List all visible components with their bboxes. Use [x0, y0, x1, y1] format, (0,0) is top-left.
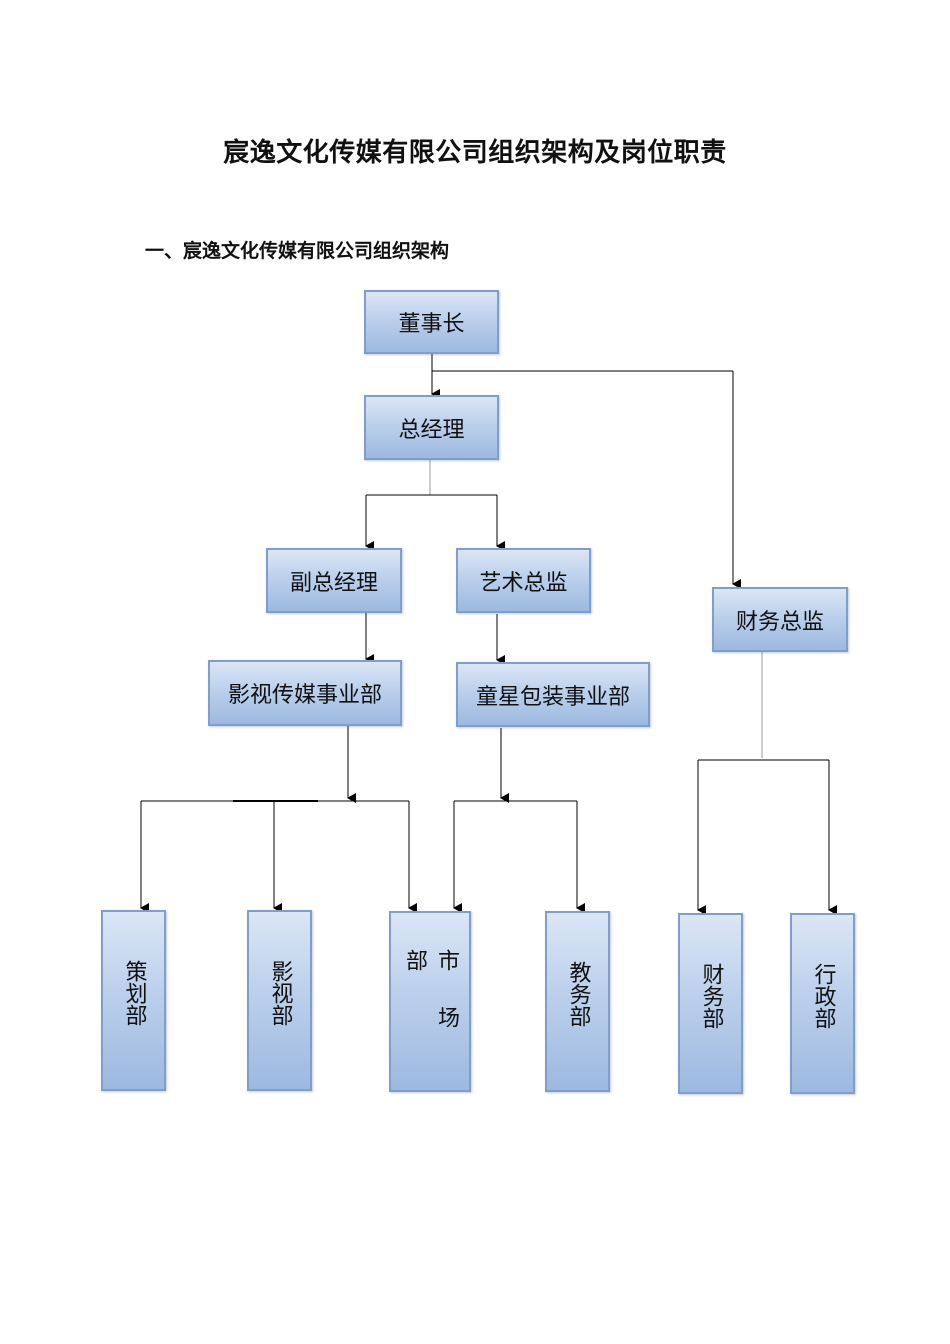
node-chairman: 董事长: [364, 290, 499, 354]
node-admin-dept-label: 行政部: [810, 963, 836, 1029]
node-finance-dept-label: 财务部: [698, 963, 724, 1029]
node-children-star-packaging-division: 童星包装事业部: [456, 662, 650, 727]
node-planning-dept: 策划部: [101, 910, 166, 1091]
node-chairman-label: 董事长: [398, 312, 465, 337]
node-marketing-dept-label: 市 场 部: [402, 949, 459, 1042]
node-planning-dept-label: 策划部: [121, 960, 147, 1026]
node-film-media-division: 影视传媒事业部: [208, 660, 402, 726]
node-finance-dept: 财务部: [678, 913, 743, 1094]
node-finance-director: 财务总监: [712, 587, 848, 652]
node-admin-dept: 行政部: [790, 913, 855, 1094]
node-film-dept: 影视部: [247, 910, 312, 1091]
node-general-manager-label: 总经理: [398, 417, 465, 443]
node-general-manager: 总经理: [364, 395, 499, 460]
node-art-director-label: 艺术总监: [479, 570, 568, 596]
document-title: 宸逸文化传媒有限公司组织架构及岗位职责: [223, 138, 727, 168]
section-heading: 一、宸逸文化传媒有限公司组织架构: [145, 240, 450, 262]
node-children-star-packaging-division-label: 童星包装事业部: [475, 684, 630, 710]
node-education-dept: 教务部: [545, 911, 610, 1092]
node-deputy-general-manager-label: 副总经理: [289, 570, 378, 596]
node-marketing-dept: 市 场 部: [389, 911, 471, 1092]
node-deputy-general-manager: 副总经理: [266, 548, 402, 613]
node-education-dept-label: 教务部: [565, 961, 591, 1027]
node-film-dept-label: 影视部: [267, 960, 293, 1026]
node-art-director: 艺术总监: [456, 548, 591, 613]
node-film-media-division-label: 影视传媒事业部: [227, 683, 382, 708]
node-finance-director-label: 财务总监: [735, 609, 824, 635]
